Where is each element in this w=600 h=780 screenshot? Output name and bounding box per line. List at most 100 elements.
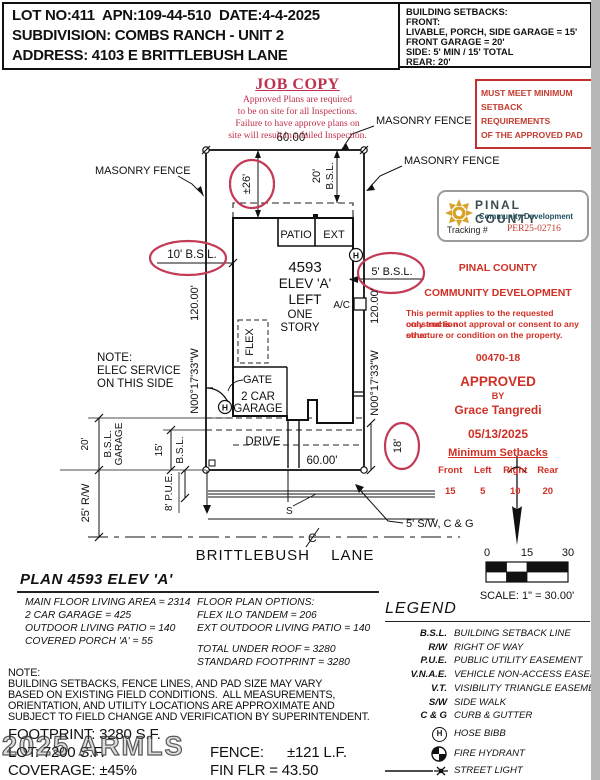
flex-label: FLEX (244, 328, 256, 356)
legend-desc: CURB & GUTTER (454, 710, 533, 722)
pad-notice-line-3: OF THE APPROVED PAD (481, 130, 583, 140)
min-setbacks-title: Minimum Setbacks (448, 447, 548, 459)
patio-post (313, 214, 318, 219)
badge-tracking-label: Tracking # (447, 225, 488, 235)
svg-text:NOTE:: NOTE: (97, 352, 132, 364)
curb-and-gutter-lines (208, 490, 435, 520)
legend-row-cg: C & G CURB & GUTTER (385, 710, 595, 723)
house-orientation: LEFT (288, 292, 321, 307)
legend-row-vt: V.T. VISIBILITY TRIANGLE EASEMENT (385, 682, 600, 696)
building-setbacks-box: BUILDING SETBACKS: FRONT: LIVABLE, PORCH… (398, 2, 592, 68)
legend-abbr: S/W (428, 696, 447, 708)
area-main-floor: MAIN FLOOR LIVING AREA = 2314 (25, 597, 191, 608)
setbacks-livable: LIVABLE, PORCH, SIDE GARAGE = 15' (406, 27, 578, 37)
approval-by: BY (491, 391, 505, 401)
approval-body-1: This permit applies to the requested con… (406, 308, 554, 329)
svg-text:H: H (222, 403, 228, 413)
legend-row-pue: P.U.E. PUBLIC UTILITY EASEMENT (385, 655, 595, 668)
job-copy-stamp: JOB COPY Approved Plans are required to … (185, 76, 410, 142)
area-porch: COVERED PORCH 'A' = 55 (25, 636, 153, 647)
house-elevation: ELEV 'A' (279, 276, 331, 291)
hose-bibb-icon: H (432, 726, 447, 742)
setbacks-side: SIDE: 5' MIN / 15' TOTAL (406, 47, 514, 57)
sidewalk-leader: 5' S/W, C & G (355, 484, 474, 530)
patio-ext-walls (277, 218, 353, 247)
legend-abbr: P.U.E. (420, 655, 448, 667)
house-story-1: ONE (288, 309, 313, 321)
dim-bottom-label: 60.00' (307, 455, 338, 467)
job-copy-line-4: site will result in a failed Inspection. (228, 131, 367, 141)
rw-dim: 25' R/W (80, 470, 104, 542)
county-badge: PINAL COUNTY Community Development Track… (437, 190, 589, 242)
pue-dim: 8' P.U.E. (164, 465, 190, 513)
setback-val-front: 15 (444, 486, 456, 497)
setbacks-front: FRONT: (406, 17, 441, 27)
legend-row-hose-bibb: H HOSE BIBB (385, 726, 595, 742)
legend-abbr: R/W (428, 641, 447, 653)
north-arrow (507, 456, 527, 545)
scale-label: SCALE: 1" = 30.00' (480, 590, 574, 602)
dim-top-label: 60.00' (277, 132, 308, 144)
setback-col-rear: Rear (537, 465, 559, 476)
svg-text:B.S.L.: B.S.L. (325, 162, 336, 189)
svg-text:25' R/W: 25' R/W (80, 483, 92, 522)
note-line-4: SUBJECT TO FIELD CHANGE AND VERIFICATION… (8, 711, 370, 723)
svg-text:MASONRY FENCE: MASONRY FENCE (95, 165, 191, 177)
pad-notice-line-2: SETBACK REQUIREMENTS (481, 102, 551, 126)
svg-text:0: 0 (484, 547, 490, 559)
legend-abbr: V.T. (431, 682, 447, 694)
gate-arc (207, 387, 229, 403)
area-garage: 2 CAR GARAGE = 425 (25, 610, 132, 621)
garage-label-2: GARAGE (233, 403, 283, 415)
drive-label: DRIVE (245, 436, 280, 448)
svg-text:MASONRY FENCE: MASONRY FENCE (376, 115, 472, 127)
ext-label: EXT (323, 229, 345, 241)
svg-text:B.S.L.: B.S.L. (175, 436, 186, 463)
lot-corner-markers (202, 146, 368, 474)
legend-desc: STREET LIGHT (454, 764, 523, 776)
svg-text:ELEC SERVICE: ELEC SERVICE (97, 365, 181, 377)
setback-val-rear: 20 (542, 486, 554, 497)
stat-footprint: FOOTPRINT: 3280 S.F. (8, 726, 161, 743)
house-plan-number: 4593 (288, 259, 321, 276)
legend-desc: BUILDING SETBACK LINE (454, 628, 571, 640)
setback-col-right: Right (503, 465, 528, 476)
ac-unit (353, 297, 367, 311)
house-outline (232, 217, 354, 424)
armls-watermark: 2025 ARMLS (1, 730, 185, 761)
bearing-left: N00°17'33"W (189, 348, 201, 414)
svg-text:15: 15 (521, 547, 533, 559)
elec-service-note: NOTE: ELEC SERVICE ON THIS SIDE (97, 352, 181, 390)
svg-text:20': 20' (311, 169, 323, 183)
address-line: ADDRESS: 4103 E BRITTLEBUSH LANE (12, 47, 288, 64)
legend-abbr: V.N.A.E. (410, 669, 447, 681)
stat-fin-flr: FIN FLR = 43.50 (210, 762, 319, 779)
flex-room-dashed (237, 319, 269, 364)
ac-label: A/C (333, 300, 350, 311)
badge-county-name: PINAL COUNTY (475, 198, 538, 226)
job-copy-line-2: to be on site for all Inspections. (237, 107, 358, 117)
fence-stubs (206, 387, 364, 397)
pad-notice-line-1: MUST MEET MINIMUM (481, 88, 573, 98)
street-light-icon (385, 766, 448, 776)
legend-title: LEGEND (385, 600, 590, 622)
legend-abbr: B.S.L. (419, 628, 447, 640)
electric-service-line (203, 459, 216, 514)
approval-dept: COMMUNITY DEVELOPMENT (424, 287, 572, 299)
stat-fence-label: FENCE: (210, 744, 264, 761)
approval-body-3: structure or condition on the property. (406, 330, 563, 340)
note-label: NOTE: (8, 667, 40, 679)
setback-col-front: Front (438, 465, 463, 476)
setbacks-title: BUILDING SETBACKS: (406, 7, 508, 17)
approval-county: PINAL COUNTY (458, 262, 538, 274)
options-flex: FLEX ILO TANDEM = 206 (197, 610, 317, 621)
badge-dept-name: Community Development (479, 212, 574, 221)
masonry-fence-right: MASONRY FENCE (366, 155, 500, 191)
legend-desc: HOSE BIBB (454, 728, 506, 740)
drive-side-dim: 18' (366, 418, 404, 475)
options-title: FLOOR PLAN OPTIONS: (197, 597, 315, 608)
svg-text:8' P.U.E.: 8' P.U.E. (164, 473, 175, 511)
approval-name: Grace Tangredi (454, 403, 542, 417)
svg-text:S: S (286, 506, 293, 517)
